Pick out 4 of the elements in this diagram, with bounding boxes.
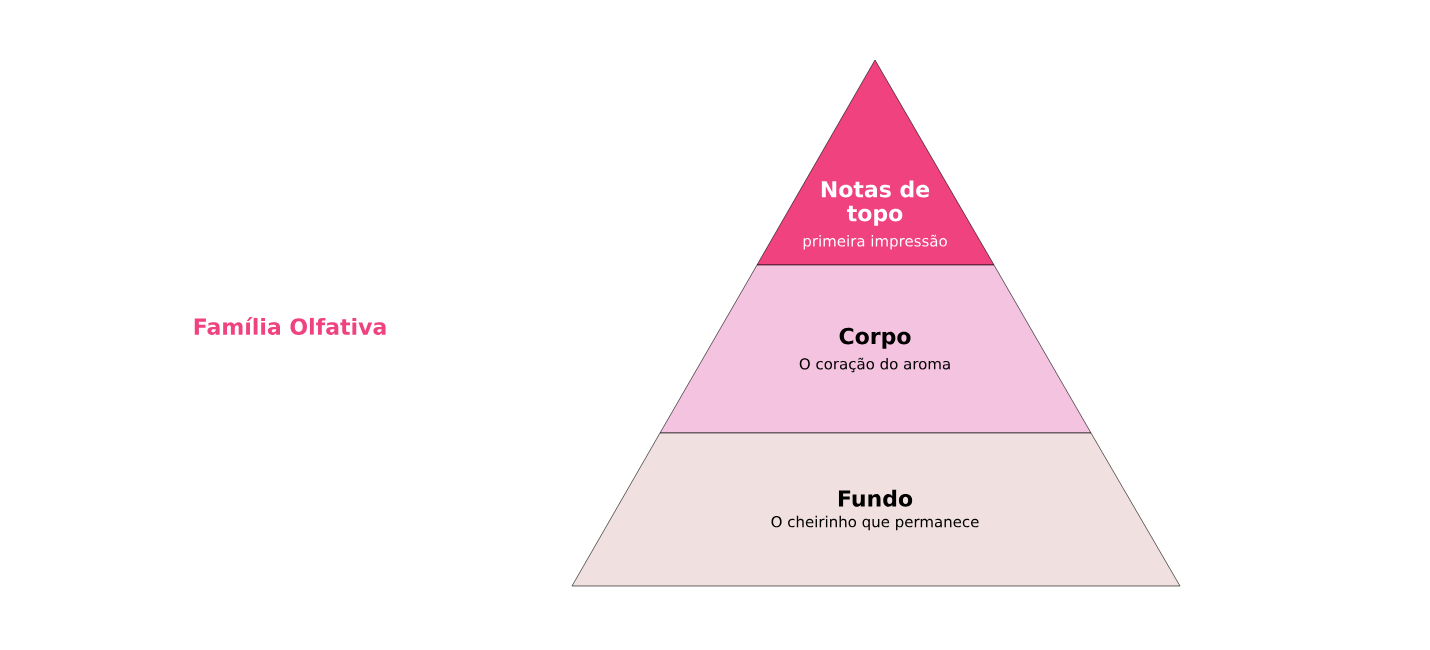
pyramid-band: Corpo O coração do aroma (659, 264, 1092, 434)
side-label: Família Olfativa (194, 317, 386, 335)
pyramid-band: Notas de topo primeira impressão (756, 59, 995, 266)
pyramid-band: Fundo O cheirinho que permanece (571, 432, 1181, 587)
